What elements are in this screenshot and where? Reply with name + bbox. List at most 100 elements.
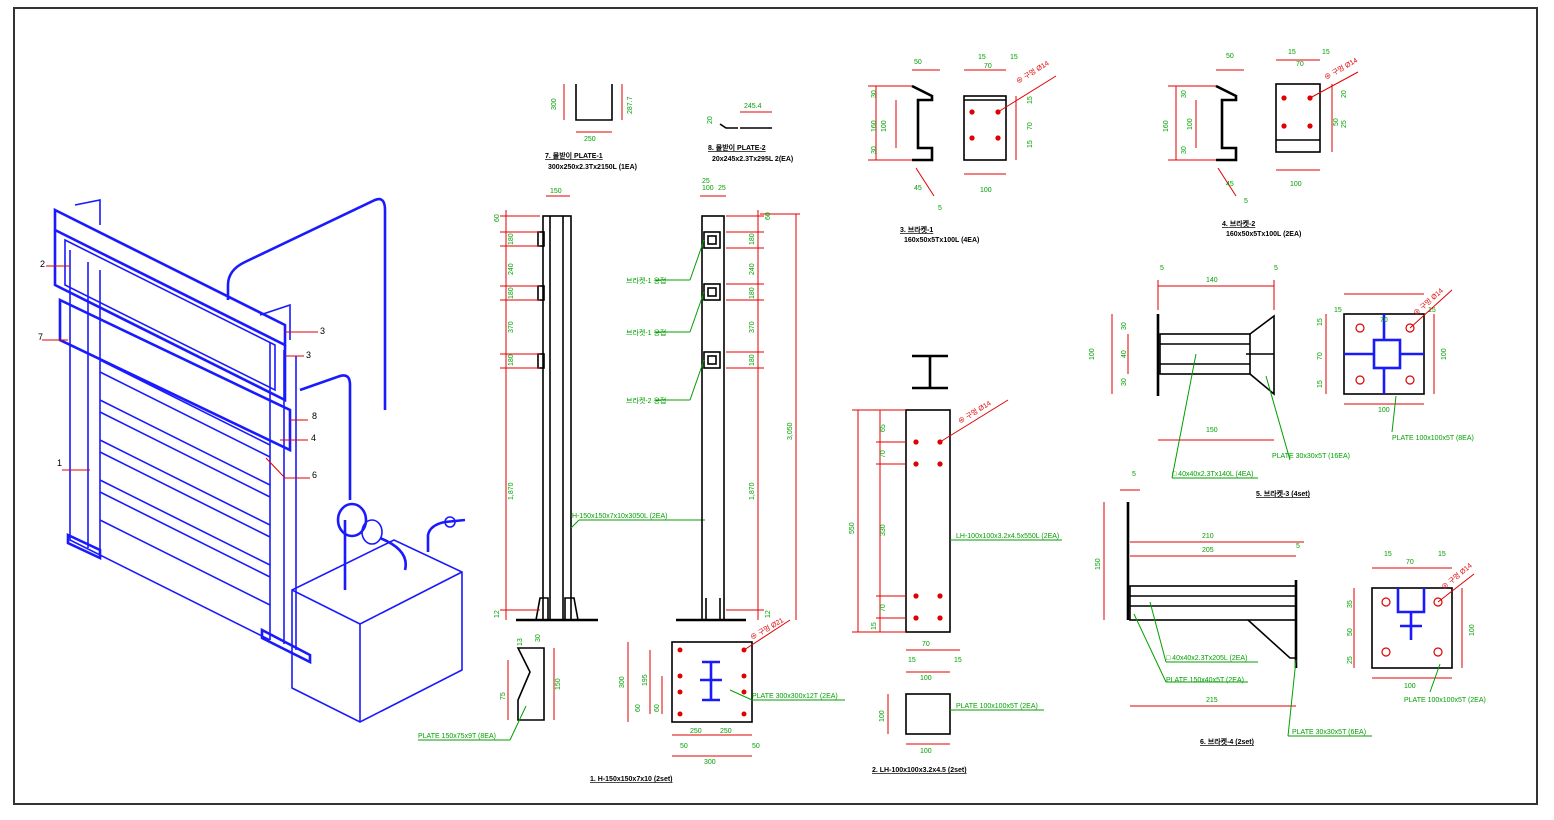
svg-text:300x250x2.3Tx2150L (1EA): 300x250x2.3Tx2150L (1EA) [548,164,637,171]
svg-text:100: 100 [1441,348,1448,360]
part1-gusset: 13 30 75 150 PLATE 150x75x9T (8EA) [418,634,562,741]
svg-text:180: 180 [749,287,756,299]
svg-text:205: 205 [1202,547,1214,554]
svg-text:브라켓-1 용접: 브라켓-1 용접 [626,276,666,285]
drawing-border [13,7,1538,805]
svg-text:50: 50 [680,743,688,750]
svg-text:2. LH-100x100x3.2x4.5 (2set): 2. LH-100x100x3.2x4.5 (2set) [872,767,967,774]
svg-text:370: 370 [749,321,756,333]
svg-text:4: 4 [311,433,316,443]
svg-text:1: 1 [57,458,62,468]
svg-text:160x50x5Tx100L (2EA): 160x50x5Tx100L (2EA) [1226,231,1301,238]
svg-text:30: 30 [1121,322,1128,330]
svg-text:150: 150 [555,678,562,690]
svg-text:250: 250 [584,136,596,143]
svg-text:20: 20 [707,116,714,124]
svg-text:70: 70 [1406,559,1414,566]
svg-text:3: 3 [306,350,311,360]
svg-text:60: 60 [635,704,642,712]
svg-text:15: 15 [871,622,878,630]
part3-drawing: 50 160 30 100 30 45 5 15 70 15 15 70 15 … [868,54,1057,244]
svg-text:60: 60 [494,214,501,222]
svg-text:7. 물받이 PLATE-1: 7. 물받이 PLATE-1 [545,151,603,160]
svg-text:⊕ 구멍 Ø14: ⊕ 구멍 Ø14 [956,398,992,425]
svg-text:12: 12 [765,610,772,618]
svg-text:20x245x2.3Tx295L 2(EA): 20x245x2.3Tx295L 2(EA) [712,156,793,163]
svg-text:15: 15 [1384,551,1392,558]
svg-text:8. 물받이 PLATE-2: 8. 물받이 PLATE-2 [708,143,766,152]
svg-text:PLATE 300x300x12T (2EA): PLATE 300x300x12T (2EA) [752,693,838,700]
svg-text:100: 100 [1378,407,1390,414]
svg-text:100: 100 [1290,181,1302,188]
svg-text:250: 250 [720,728,732,735]
svg-text:195: 195 [642,674,649,686]
part6-drawing: 5 210 205 5 150 215 □ 40x40x2.3Tx205L (2… [1095,471,1486,746]
svg-text:75: 75 [500,692,507,700]
svg-text:15: 15 [908,657,916,664]
svg-text:5: 5 [1274,265,1278,272]
svg-text:100: 100 [1187,118,1194,130]
svg-text:50: 50 [752,743,760,750]
svg-text:160: 160 [871,120,878,132]
svg-text:5: 5 [1244,198,1248,205]
part1-column-left [516,215,598,622]
svg-text:브라켓-1 용접: 브라켓-1 용접 [626,328,666,337]
svg-text:60: 60 [765,212,772,220]
svg-text:300: 300 [551,98,558,110]
svg-text:PLATE 150x40x5T (2EA): PLATE 150x40x5T (2EA) [1166,677,1244,684]
svg-text:240: 240 [749,263,756,275]
part4-drawing: 50 160 30 100 30 45 5 15 70 15 20 50 25 … [1163,49,1359,238]
svg-text:15: 15 [1288,49,1296,56]
part2-drawing: 65 70 330 70 15 550 15 70 15 100 ⊕ 구멍 Ø1… [849,354,1062,774]
svg-text:12: 12 [494,610,501,618]
svg-text:15: 15 [1334,307,1342,314]
svg-text:□ 40x40x2.3Tx140L (4EA): □ 40x40x2.3Tx140L (4EA) [1172,471,1253,478]
svg-text:3: 3 [320,326,325,336]
iso-callouts: 1 2 3 3 4 6 7 8 [38,259,325,480]
svg-text:5. 브라켓-3 (4set): 5. 브라켓-3 (4set) [1256,489,1310,498]
svg-text:45: 45 [1226,181,1234,188]
svg-text:⊕ 구멍 Ø21: ⊕ 구멍 Ø21 [749,615,786,641]
svg-text:1,870: 1,870 [508,482,515,500]
svg-text:150: 150 [1206,427,1218,434]
svg-text:6. 브라켓-4 (2set): 6. 브라켓-4 (2set) [1200,737,1254,746]
svg-text:160: 160 [1163,120,1170,132]
svg-text:50: 50 [1347,628,1354,636]
svg-text:20: 20 [1341,90,1348,98]
svg-text:2: 2 [40,259,45,269]
svg-text:브라켓-2 용접: 브라켓-2 용접 [626,396,666,405]
svg-text:25: 25 [702,178,710,185]
svg-text:330: 330 [880,524,887,536]
svg-text:250: 250 [690,728,702,735]
svg-text:15: 15 [1322,49,1330,56]
svg-text:PLATE 30x30x5T (6EA): PLATE 30x30x5T (6EA) [1292,729,1366,736]
svg-text:3,050: 3,050 [787,422,794,440]
svg-text:□ 40x40x2.3Tx205L (2EA): □ 40x40x2.3Tx205L (2EA) [1166,655,1247,662]
svg-text:100: 100 [1089,348,1096,360]
svg-text:300: 300 [704,759,716,766]
svg-text:100: 100 [881,120,888,132]
svg-text:25: 25 [1341,120,1348,128]
svg-text:50: 50 [1333,118,1340,126]
svg-text:287.7: 287.7 [627,96,634,114]
svg-text:40: 40 [1121,350,1128,358]
svg-text:30: 30 [535,634,542,642]
svg-text:15: 15 [978,54,986,61]
svg-text:3. 브라켓-1: 3. 브라켓-1 [900,225,933,234]
svg-text:210: 210 [1202,533,1214,540]
svg-text:PLATE 100x100x5T (2EA): PLATE 100x100x5T (2EA) [1404,697,1486,704]
svg-text:15: 15 [1317,318,1324,326]
svg-text:50: 50 [1226,53,1234,60]
svg-text:PLATE 100x100x5T (8EA): PLATE 100x100x5T (8EA) [1392,435,1474,442]
svg-text:100: 100 [1404,683,1416,690]
svg-text:100: 100 [879,710,886,722]
svg-text:70: 70 [1296,61,1304,68]
svg-text:180: 180 [508,354,515,366]
part5-drawing: 5 140 5 100 30 40 30 150 PLATE 30x30x5T … [1089,265,1474,498]
svg-text:35: 35 [1347,600,1354,608]
svg-text:15: 15 [1010,54,1018,61]
svg-text:550: 550 [849,522,856,534]
svg-text:15: 15 [1438,551,1446,558]
svg-text:30: 30 [1181,146,1188,154]
